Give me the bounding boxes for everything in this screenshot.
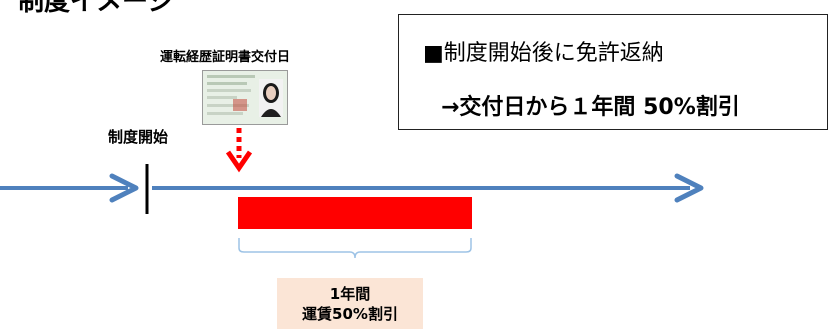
discount-rate-text: 運賃50%割引 [302, 305, 398, 323]
timeline-main-arrowhead [674, 173, 704, 203]
info-box: ■制度開始後に免許返納 →交付日から１年間 50%割引 [398, 14, 828, 130]
period-brace [238, 238, 472, 259]
discount-period-text: 1年間 [329, 285, 371, 303]
discount-label-box: 1年間 運賃50%割引 [277, 278, 423, 329]
system-start-label: 制度開始 [108, 128, 169, 146]
page-title: 制度イメージ [18, 0, 174, 17]
license-issue-date-label: 運転経歴証明書交付日 [160, 50, 291, 65]
license-card-icon [202, 70, 288, 125]
info-box-discount-text: →交付日から１年間 50%割引 [441, 95, 740, 120]
timeline-left-arrowhead [109, 173, 139, 203]
discount-period-bar [238, 197, 472, 229]
dotted-arrow-head [225, 150, 253, 173]
info-box-heading: ■制度開始後に免許返納 [423, 41, 664, 66]
